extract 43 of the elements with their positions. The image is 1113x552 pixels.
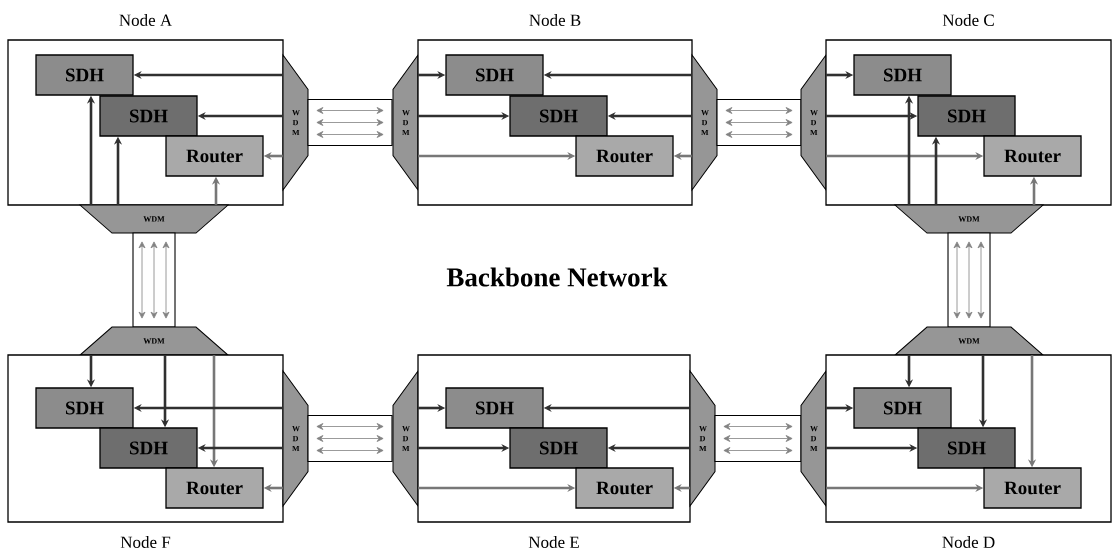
sdh-box: SDH [509, 427, 608, 469]
router-box: Router [575, 467, 674, 509]
fiber-link [307, 98, 393, 147]
wdm-multiplexer: W D M [392, 370, 419, 507]
sdh-box: SDH [35, 54, 134, 96]
router-box: Router [165, 467, 264, 509]
router-box: Router [165, 135, 264, 177]
wdm-multiplexer: WDM [894, 326, 1044, 356]
fiber-link [132, 232, 176, 328]
sdh-box: SDH [509, 95, 608, 137]
sdh-box: SDH [445, 387, 544, 429]
router-box: Router [983, 467, 1082, 509]
fiber-link [714, 414, 802, 463]
node-label: Node A [119, 14, 173, 26]
node-label: Node E [528, 536, 579, 548]
title: Backbone Network [446, 267, 668, 287]
wdm-multiplexer: W D M [282, 54, 309, 191]
sdh-box: SDH [99, 95, 198, 137]
sdh-box: SDH [853, 387, 952, 429]
router-box: Router [575, 135, 674, 177]
wdm-multiplexer: W D M [800, 370, 827, 507]
fiber-link [947, 232, 991, 328]
sdh-box: SDH [445, 54, 544, 96]
fiber-link [716, 98, 802, 147]
sdh-box: SDH [917, 427, 1016, 469]
wdm-multiplexer: W D M [691, 54, 718, 191]
wdm-multiplexer: WDM [79, 204, 229, 234]
node-label: Node F [120, 536, 171, 548]
node-label: Node C [942, 14, 994, 26]
node-label: Node B [529, 14, 581, 26]
node-label: Node D [942, 536, 995, 548]
wdm-multiplexer: W D M [689, 370, 716, 507]
wdm-multiplexer: WDM [894, 204, 1044, 234]
sdh-box: SDH [35, 387, 134, 429]
wdm-multiplexer: WDM [79, 326, 229, 356]
fiber-link [307, 414, 393, 463]
router-box: Router [983, 135, 1082, 177]
sdh-box: SDH [853, 54, 952, 96]
wdm-multiplexer: W D M [282, 370, 309, 507]
wdm-multiplexer: W D M [392, 54, 419, 191]
sdh-box: SDH [917, 95, 1016, 137]
wdm-multiplexer: W D M [800, 54, 827, 191]
sdh-box: SDH [99, 427, 198, 469]
